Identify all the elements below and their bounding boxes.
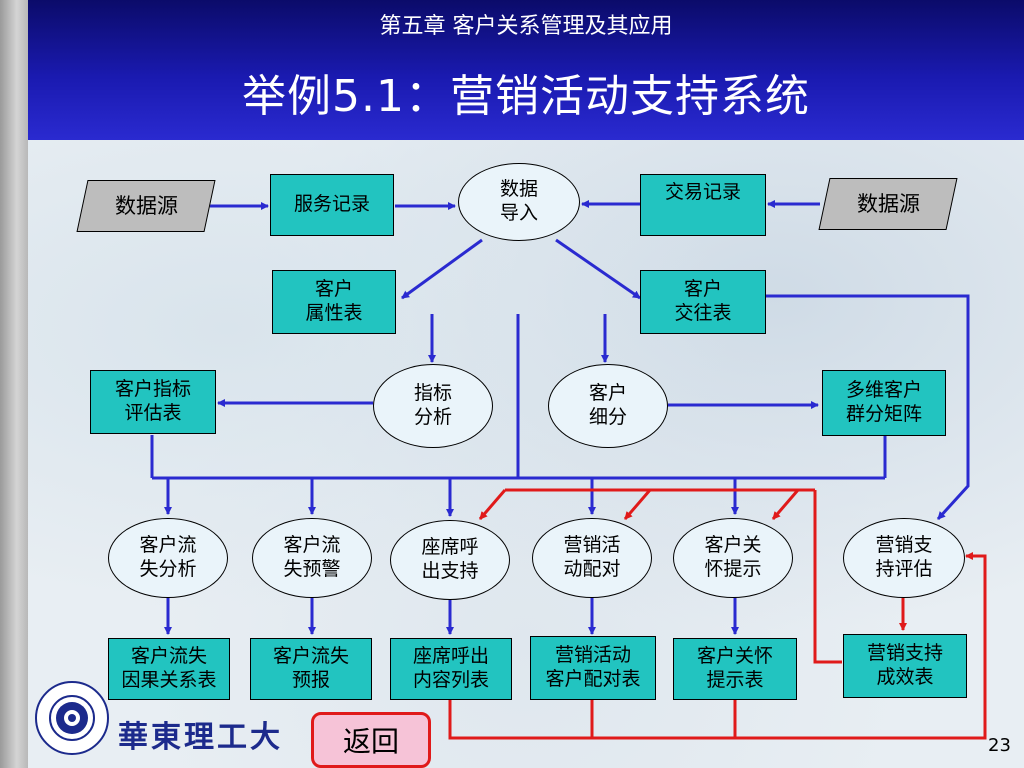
slide-title: 举例5.1：营销活动支持系统 xyxy=(242,71,810,122)
call-content-list: 座席呼出 内容列表 xyxy=(390,638,512,700)
campaign-match-ellipse: 营销活 动配对 xyxy=(532,518,652,598)
data-source-left: 数据源 xyxy=(76,180,216,232)
service-record-box: 服务记录 xyxy=(270,174,394,236)
churn-forecast-table: 客户流失 预报 xyxy=(250,638,372,700)
care-reminder-ellipse: 客户关 怀提示 xyxy=(673,518,793,598)
data-source-right: 数据源 xyxy=(818,178,958,230)
left-margin-bar xyxy=(0,0,28,768)
university-name: 華東理工大 xyxy=(118,720,283,755)
support-eval-ellipse: 营销支 持评估 xyxy=(843,518,965,598)
data-source-right-label: 数据源 xyxy=(856,191,920,216)
churn-cause-table: 客户流失 因果关系表 xyxy=(108,638,230,700)
index-analysis-ellipse: 指标 分析 xyxy=(373,364,493,448)
page-number: 23 xyxy=(988,735,1011,756)
customer-attribute-table: 客户 属性表 xyxy=(272,270,396,334)
care-reminder-table: 客户关怀 提示表 xyxy=(673,638,797,700)
campaign-match-table: 营销活动 客户配对表 xyxy=(530,636,656,700)
transaction-record-box: 交易记录 xyxy=(640,174,766,236)
chapter-title: 第五章 客户关系管理及其应用 xyxy=(379,14,673,39)
data-source-left-label: 数据源 xyxy=(114,193,178,218)
customer-index-eval-table: 客户指标 评估表 xyxy=(90,370,216,434)
university-seal-logo xyxy=(35,681,109,755)
slide-header: 第五章 客户关系管理及其应用 举例5.1：营销活动支持系统 xyxy=(28,0,1024,140)
call-support-ellipse: 座席呼 出支持 xyxy=(390,520,510,600)
customer-segment-ellipse: 客户 细分 xyxy=(548,364,668,448)
churn-analysis-ellipse: 客户流 失分析 xyxy=(108,518,228,598)
multi-dim-cluster-matrix: 多维客户 群分矩阵 xyxy=(822,370,946,436)
back-button[interactable]: 返回 xyxy=(311,712,431,768)
churn-warning-ellipse: 客户流 失预警 xyxy=(252,518,372,598)
support-effect-table: 营销支持 成效表 xyxy=(843,634,967,698)
customer-interaction-table: 客户 交往表 xyxy=(640,270,766,334)
data-import-ellipse: 数据 导入 xyxy=(458,163,580,241)
